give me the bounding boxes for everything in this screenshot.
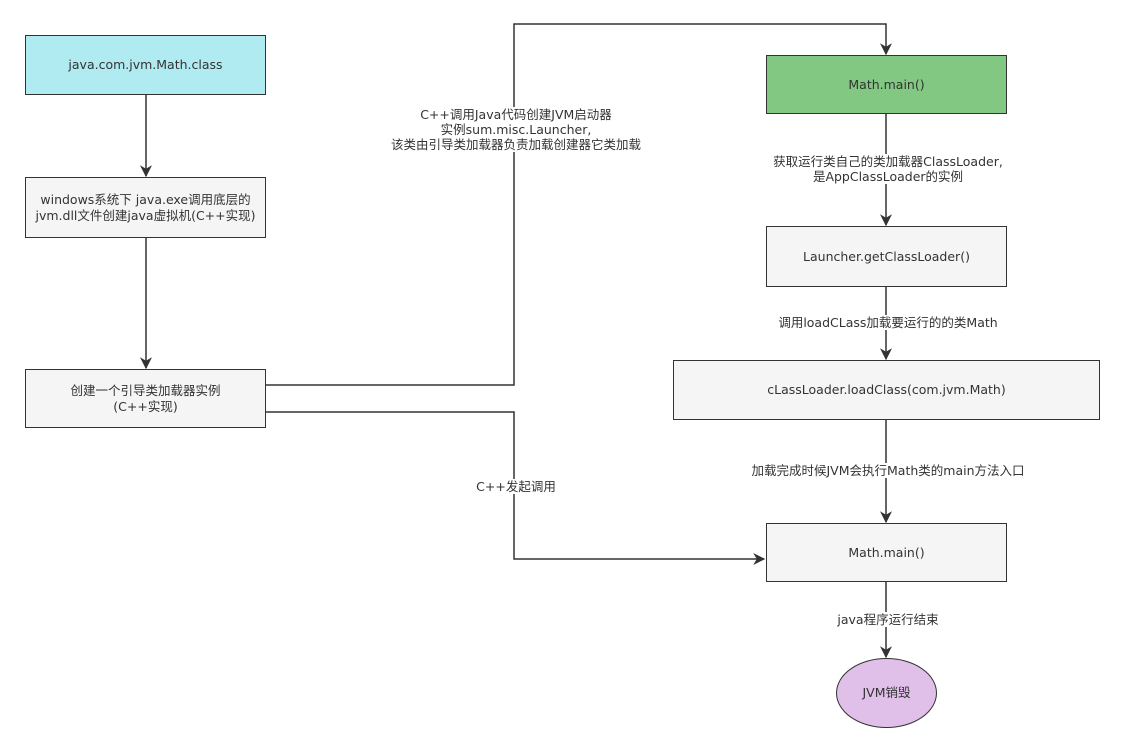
math-main-bottom-node: Math.main()	[766, 523, 1007, 582]
math-main-top-label: Math.main()	[848, 76, 925, 92]
create-jvm-label: windows系统下 java.exe调用底层的 jvm.dll文件创建java…	[35, 191, 256, 223]
edge-label-program-end: java程序运行结束	[828, 612, 948, 627]
edge-label-main-entry: 加载完成时候JVM会执行Math类的main方法入口	[738, 463, 1038, 478]
get-classloader-label: Launcher.getClassLoader()	[803, 248, 970, 264]
load-class-node: cLassLoader.loadClass(com.jvm.Math)	[673, 360, 1100, 420]
edge-label-cpp-call: C++发起调用	[470, 479, 562, 494]
edge-label-launcher: C++调用Java代码创建JVM启动器 实例sum.misc.Launcher,…	[380, 107, 652, 152]
create-jvm-node: windows系统下 java.exe调用底层的 jvm.dll文件创建java…	[25, 177, 266, 238]
edge-label-load-class: 调用loadCLass加载要运行的的类Math	[770, 315, 1006, 330]
bootstrap-loader-label: 创建一个引导类加载器实例 (C++实现)	[70, 382, 221, 414]
math-main-bottom-label: Math.main()	[848, 544, 925, 560]
edge-label-get-loader: 获取运行类自己的类加载器ClassLoader, 是AppClassLoader…	[764, 154, 1012, 184]
bootstrap-loader-node: 创建一个引导类加载器实例 (C++实现)	[25, 369, 266, 428]
math-class-label: java.com.jvm.Math.class	[68, 57, 223, 72]
get-classloader-node: Launcher.getClassLoader()	[766, 226, 1007, 287]
edge-bootstrap-to-main-top	[266, 23, 892, 386]
jvm-destroy-label: JVM销毁	[862, 685, 911, 700]
math-main-top-node: Math.main()	[766, 55, 1007, 114]
jvm-destroy-node: JVM销毁	[836, 658, 937, 728]
load-class-label: cLassLoader.loadClass(com.jvm.Math)	[767, 382, 1006, 397]
math-class-node: java.com.jvm.Math.class	[25, 35, 266, 95]
